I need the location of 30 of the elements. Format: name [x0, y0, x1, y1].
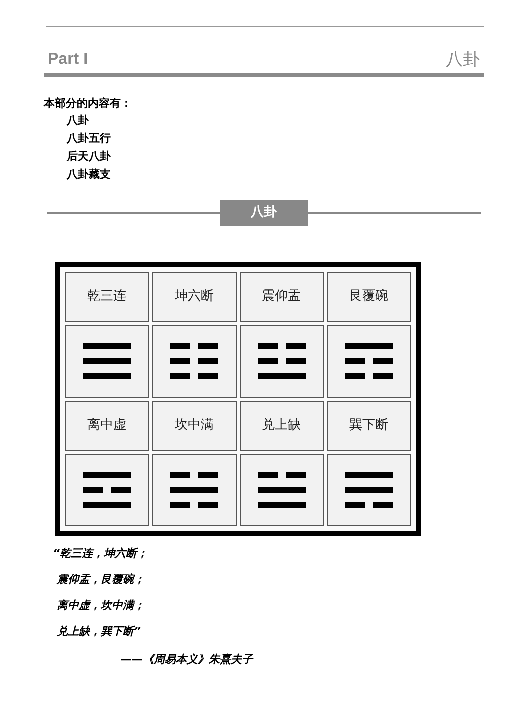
name-cell: 震仰盂	[240, 272, 324, 322]
contents-item: 后天八卦	[67, 149, 111, 165]
trigram-cell	[152, 454, 236, 526]
trigram-cell	[152, 325, 236, 398]
name-cell: 兑上缺	[240, 400, 324, 450]
name-cell: 乾三连	[65, 272, 150, 322]
quote-line: “乾三连，坤六断；	[53, 546, 148, 562]
name-cell: 离中虚	[65, 400, 150, 450]
quote-line: 兑上缺，巽下断”	[57, 624, 142, 640]
trigram-cell	[240, 325, 324, 398]
trigram-cell	[326, 454, 411, 526]
trigram-cell	[65, 325, 150, 398]
contents-item: 八卦藏支	[67, 167, 111, 183]
trigram-cell	[326, 325, 411, 398]
contents-item: 八卦五行	[67, 131, 111, 147]
trigram-cell	[240, 454, 324, 526]
chapter-title: 八卦	[446, 49, 480, 72]
name-cell: 巽下断	[326, 400, 411, 450]
name-cell: 艮覆碗	[326, 272, 411, 322]
section-banner: 八卦	[220, 200, 308, 226]
quote-line: 离中虚，坎中满；	[57, 598, 145, 614]
intro-text: 本部分的内容有：	[44, 96, 132, 112]
attribution: ——《周易本义》朱熹夫子	[121, 652, 253, 668]
name-cell: 坎中满	[152, 400, 236, 450]
table-frame	[55, 262, 421, 536]
contents-item: 八卦	[67, 113, 89, 129]
quote-line: 震仰盂，艮覆碗；	[57, 572, 145, 588]
part-heading: Part I	[48, 50, 88, 70]
trigram-cell	[65, 454, 150, 526]
name-cell: 坤六断	[152, 272, 236, 322]
